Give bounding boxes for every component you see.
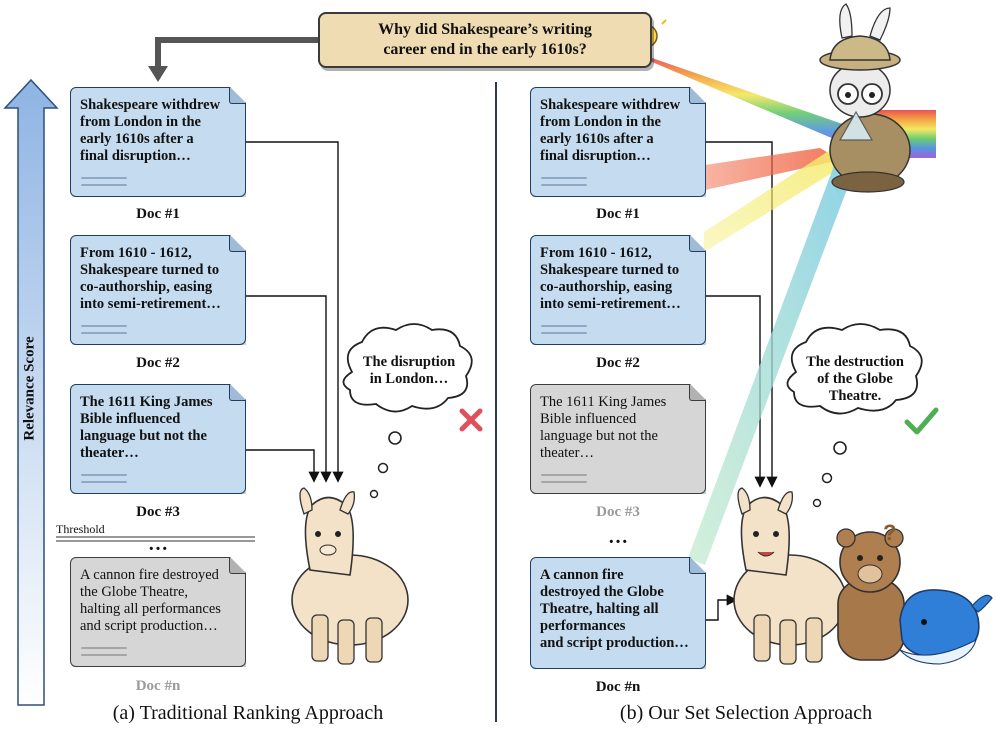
doc-text-line: language but not the xyxy=(540,428,658,444)
doc-text-line: Shakespeare turned to xyxy=(540,262,680,278)
doc-text-line: Shakespeare withdrew xyxy=(540,97,681,113)
doc-text-line: final disruption… xyxy=(80,148,191,164)
right-doc-2: From 1610 - 1612, Shakespeare turned to … xyxy=(530,235,706,345)
llama-right-illustration xyxy=(733,487,847,665)
right-doc-3-label: Doc #3 xyxy=(596,504,640,520)
question-line-2: career end in the early 1610s? xyxy=(383,41,587,58)
left-doc-3: The 1611 King James Bible influenced lan… xyxy=(70,384,246,494)
doc-text-line: into semi-retirement… xyxy=(80,296,221,312)
thought-line: in London… xyxy=(369,371,449,387)
right-thought-text: The destruction of the Globe Theatre. xyxy=(796,354,914,405)
doc-text-line: early 1610s after a xyxy=(540,131,654,147)
right-doc-1: Shakespeare withdrew from London in the … xyxy=(530,87,706,197)
right-doc-1-label: Doc #1 xyxy=(596,206,640,222)
left-doc-3-label: Doc #3 xyxy=(136,504,180,520)
doc-text-line: from London in the xyxy=(540,114,661,130)
left-doc-1-label: Doc #1 xyxy=(136,206,180,222)
doc-text-line: theater… xyxy=(80,445,139,461)
left-doc-n-label: Doc #n xyxy=(135,678,181,694)
thought-line: of the Globe xyxy=(817,371,893,387)
doc-text-line: Shakespeare withdrew xyxy=(80,97,221,113)
doc-text-line: halting all performances xyxy=(80,601,221,617)
left-thought-bubble xyxy=(342,323,473,499)
right-doc-3: The 1611 King James Bible influenced lan… xyxy=(530,384,706,494)
threshold-label: Threshold xyxy=(56,522,105,536)
relevance-score-label: Relevance Score xyxy=(21,336,38,441)
bear-illustration xyxy=(836,528,905,661)
doc-text-line: From 1610 - 1612, xyxy=(80,245,192,261)
llama-left-illustration xyxy=(291,487,409,665)
doc-text-line: Shakespeare turned to xyxy=(80,262,220,278)
right-thought-bubble xyxy=(786,323,923,508)
doc-text-line: A cannon fire xyxy=(540,567,624,583)
doc-text-line: final disruption… xyxy=(540,148,651,164)
right-doc-n-label: Doc #n xyxy=(595,679,641,695)
right-doc-n: A cannon fire destroyed the Globe Theatr… xyxy=(530,557,706,669)
left-connectors xyxy=(246,141,344,483)
whale-illustration xyxy=(899,589,993,665)
left-doc-2: From 1610 - 1612, Shakespeare turned to … xyxy=(70,235,246,345)
relevance-axis-arrow xyxy=(3,78,59,706)
doc-text-line: the Globe Theatre, xyxy=(80,584,189,600)
thought-line: The disruption xyxy=(362,354,456,370)
threshold-line xyxy=(56,536,255,542)
question-to-docs-arrow xyxy=(148,37,318,82)
question-box: Why did Shakespeare’s writing career end… xyxy=(318,12,652,68)
question-line-1: Why did Shakespeare’s writing xyxy=(378,21,592,38)
doc-text-line: Theatre, halting all xyxy=(540,601,659,617)
doc-text-line: performances xyxy=(540,618,626,634)
left-caption: (a) Traditional Ranking Approach xyxy=(112,702,384,724)
thought-line: Theatre. xyxy=(828,388,882,404)
doc-text-line: Bible influenced xyxy=(80,411,181,427)
right-doc-2-label: Doc #2 xyxy=(596,355,640,371)
ellipsis-right: … xyxy=(608,526,628,548)
bear-question-mark: ? xyxy=(883,520,897,545)
doc-text-line: Bible influenced xyxy=(540,411,637,427)
doc-text-line: From 1610 - 1612, xyxy=(540,245,652,261)
left-thought-text: The disruption in London… xyxy=(352,354,466,388)
doc-text-line: The 1611 King James xyxy=(80,394,213,410)
doc-text-line: into semi-retirement… xyxy=(540,296,681,312)
checkmark-icon xyxy=(904,407,939,435)
thought-line: The destruction xyxy=(806,354,904,370)
doc-text-line: and script production… xyxy=(80,618,218,634)
right-caption: (b) Our Set Selection Approach xyxy=(619,702,873,724)
ellipsis-left: … xyxy=(148,533,168,555)
doc-text-line: destroyed the Globe xyxy=(540,584,664,600)
left-doc-n: A cannon fire destroyed the Globe Theatr… xyxy=(70,557,246,667)
doc-text-line: The 1611 King James xyxy=(540,394,667,410)
left-doc-2-label: Doc #2 xyxy=(136,355,180,371)
doc-text-line: theater… xyxy=(540,445,594,461)
doc-text-line: early 1610s after a xyxy=(80,131,194,147)
doc-text-line: co-authorship, easing xyxy=(80,279,213,295)
left-doc-1: Shakespeare withdrew from London in the … xyxy=(70,87,246,197)
doc-text-line: co-authorship, easing xyxy=(540,279,673,295)
doc-text-line: A cannon fire destroyed xyxy=(80,567,219,583)
doc-text-line: language but not the xyxy=(80,428,207,444)
doc-text-line: and script production… xyxy=(540,635,689,651)
cross-icon xyxy=(459,408,483,432)
bunny-illustration xyxy=(819,3,911,193)
doc-text-line: from London in the xyxy=(80,114,201,130)
